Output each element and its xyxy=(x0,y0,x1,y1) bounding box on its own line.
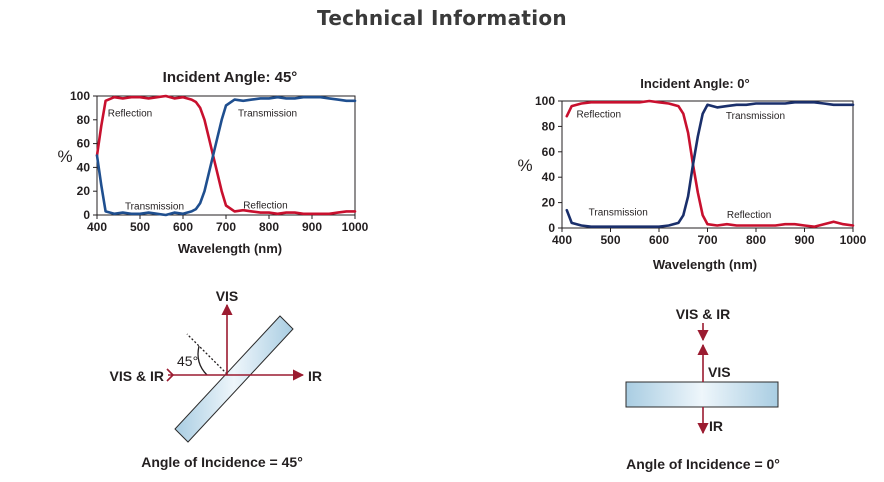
vis-label: VIS xyxy=(216,288,239,304)
diagram-0deg: VIS & IR VIS IR Angle of Incidence = 0° xyxy=(625,306,780,472)
chart0-annotation: Transmission xyxy=(125,201,184,212)
angle-label: 45° xyxy=(177,353,198,369)
input-label: VIS & IR xyxy=(676,306,730,322)
filter-plate xyxy=(625,381,779,408)
chart1-xtick-label: 500 xyxy=(600,233,620,247)
chart0-xtick-label: 900 xyxy=(302,220,322,234)
chart1-series-transmission xyxy=(565,101,855,228)
caption-45: Angle of Incidence = 45° xyxy=(141,454,303,470)
chart1-xtick-label: 700 xyxy=(697,233,717,247)
beamsplitter-plate xyxy=(174,315,294,443)
chart1-series-reflection xyxy=(565,99,855,228)
chart0-ytick-label: 100 xyxy=(70,89,90,103)
chart-0-xlabel: Wavelength (nm) xyxy=(653,257,757,272)
angle-arc xyxy=(197,345,208,376)
chart0-xtick-label: 500 xyxy=(130,220,150,234)
chart0-xtick-label: 600 xyxy=(173,220,193,234)
chart0-ytick-label: 40 xyxy=(77,160,91,174)
chart1-annotation: Transmission xyxy=(589,207,648,218)
chart0-xtick-label: 1000 xyxy=(342,220,369,234)
chart0-ytick-label: 60 xyxy=(77,137,91,151)
ir-label: IR xyxy=(308,368,322,384)
chart1-ytick-label: 40 xyxy=(542,170,556,184)
chart-0-title: Incident Angle: 0° xyxy=(640,76,749,91)
chart1-xtick-label: 1000 xyxy=(840,233,867,247)
input-chevron-icon xyxy=(166,368,175,382)
chart-45deg: Incident Angle: 45° % Wavelength (nm) 0 2… xyxy=(57,69,369,256)
chart1-annotation: Reflection xyxy=(727,210,771,221)
chart0-annotation: Reflection xyxy=(108,109,152,120)
chart0-annotation: Transmission xyxy=(238,109,297,120)
chart0-xtick-label: 700 xyxy=(216,220,236,234)
page-title: Technical Information xyxy=(317,6,567,30)
chart0-xtick-label: 800 xyxy=(259,220,279,234)
chart1-ytick-label: 80 xyxy=(542,119,556,133)
chart-45-ylabel: % xyxy=(57,147,72,166)
chart0-xtick-label: 400 xyxy=(87,220,107,234)
chart1-ytick-label: 60 xyxy=(542,145,556,159)
chart1-annotation: Transmission xyxy=(726,111,785,122)
chart0-series-transmission xyxy=(95,95,357,217)
diagram-45deg: 45° VIS VIS & IR IR Angle of Incidence =… xyxy=(110,288,322,470)
chart1-xtick-label: 900 xyxy=(794,233,814,247)
chart0-ytick-label: 80 xyxy=(77,113,91,127)
chart-45-title: Incident Angle: 45° xyxy=(163,69,298,86)
caption-0: Angle of Incidence = 0° xyxy=(626,456,780,472)
ir-label: IR xyxy=(709,418,723,434)
chart-0deg: Incident Angle: 0° % Wavelength (nm) 0 20… xyxy=(517,76,867,272)
chart1-xtick-label: 600 xyxy=(649,233,669,247)
chart1-ytick-label: 0 xyxy=(548,221,555,235)
chart0-annotation: Reflection xyxy=(243,200,287,211)
chart0-ytick-label: 0 xyxy=(83,208,90,222)
chart1-xtick-label: 800 xyxy=(746,233,766,247)
vis-label: VIS xyxy=(708,364,731,380)
chart-45-xlabel: Wavelength (nm) xyxy=(178,241,282,256)
input-label: VIS & IR xyxy=(110,368,164,384)
chart0-ytick-label: 20 xyxy=(77,184,91,198)
chart-0-ylabel: % xyxy=(517,156,532,175)
chart1-ytick-label: 20 xyxy=(542,196,556,210)
normal-line xyxy=(186,333,228,375)
chart1-annotation: Reflection xyxy=(577,110,621,121)
chart0-series-reflection xyxy=(95,94,357,216)
chart1-ytick-label: 100 xyxy=(535,94,555,108)
chart1-xtick-label: 400 xyxy=(552,233,572,247)
